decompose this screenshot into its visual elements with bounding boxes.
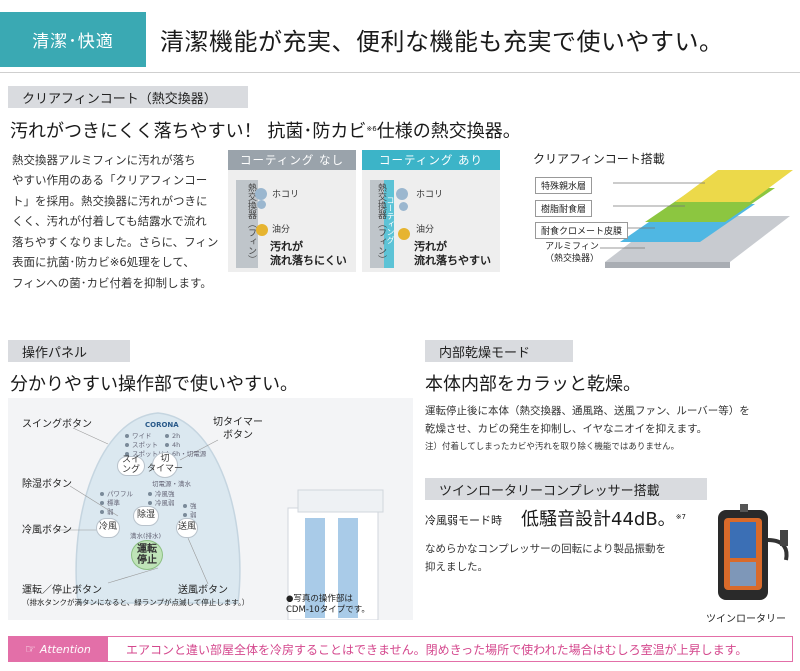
coating-without-head: コーティング なし (228, 150, 356, 170)
coating-without-panel: コーティング なし 熱交換器（フィン） ホコリ 油分 汚れが 流れ落ちにくい (228, 150, 356, 272)
oil-drop (398, 228, 410, 240)
compressor-mode: 冷風弱モード時 (425, 514, 502, 527)
attention-tag: ☞ Attention (8, 636, 108, 662)
with-note: 汚れが 流れ落ちやすい (414, 240, 491, 267)
clearfin-body: 熱交換器アルミフィンに汚れが落ち やすい作用のある「クリアフィンコー ト」を採用… (12, 153, 219, 290)
page-title: 清潔機能が充実、便利な機能も充実で使いやすい。 (160, 28, 724, 56)
tank-caption: 満水(排水) (130, 532, 162, 540)
coating-with-body: 熱交換器（フィン） コーティング ホコリ 油分 汚れが 流れ落ちやすい (362, 170, 500, 272)
hand-icon: ☞ (25, 642, 36, 656)
panel-illustration (53, 412, 384, 620)
coating-label: コーティング (386, 196, 395, 244)
fin-label: 熱交換器（フィン） (376, 183, 386, 264)
compressor-image (718, 504, 789, 600)
layer-hydrophilic-shape (675, 170, 793, 202)
timer-caption: 切電源・満水 (152, 480, 191, 488)
dehumid-options: パワフル 標準 弱 (100, 490, 133, 516)
power-button[interactable]: 運転 停止 (131, 540, 163, 570)
clearfin-headline: 汚れがつきにくく落ちやすい！ 抗菌･防カビ※6仕様の熱交換器。 (10, 121, 521, 142)
oil-drop (256, 224, 268, 236)
fin-shape (236, 180, 258, 268)
layers-graphic (600, 170, 793, 268)
dust-label: ホコリ (272, 190, 300, 200)
dust-particle (399, 202, 408, 211)
dust-particle (396, 188, 408, 200)
compressor-body: なめらかなコンプレッサーの回転により製品振動を 抑えました。 (425, 543, 666, 574)
fan-label: 送風ボタン (178, 585, 228, 596)
layer-resin-label: 樹脂耐食層 (535, 200, 593, 217)
fan-button[interactable]: 送風 (176, 518, 198, 538)
compressor-headline: 低騒音設計44dB。※7 (521, 509, 687, 530)
compressor-caption: ツインロータリー (706, 614, 786, 625)
dry-headline: 本体内部をカラッと乾燥。 (425, 374, 641, 395)
layers-title: クリアフィンコート搭載 (533, 152, 665, 166)
swing-button[interactable]: スイング (117, 455, 145, 476)
cool-button[interactable]: 冷風 (96, 518, 120, 538)
clearfin-label: クリアフィンコート（熱交換器） (8, 86, 248, 108)
coating-with-head: コーティング あり (362, 150, 500, 170)
dust-label: ホコリ (416, 190, 444, 200)
photo-note: ●写真の操作部は CDM-10タイプです。 (286, 594, 370, 616)
timer-label: 切タイマー ボタン (213, 417, 263, 441)
compressor-label: ツインロータリーコンプレッサー搭載 (425, 478, 707, 500)
panel-label: 操作パネル (8, 340, 130, 362)
dehumid-button[interactable]: 除湿 (133, 506, 159, 526)
fan-options: 強 弱 (183, 502, 197, 520)
power-note: （排水タンクが満タンになると、緑ランプが点滅して停止します。） (22, 598, 250, 607)
swing-options: ワイド スポット スポットリム (125, 432, 171, 458)
dehumid-label: 除湿ボタン (22, 479, 72, 490)
swing-label: スイングボタン (22, 419, 92, 430)
cool-label: 冷風ボタン (22, 525, 72, 536)
fin-label: 熱交換器（フィン） (246, 183, 256, 264)
attention-text: エアコンと違い部屋全体を冷房することはできません。閉めきった場所で使われた場合は… (126, 643, 748, 657)
section-tag: 清潔･快適 (0, 12, 146, 67)
dry-body: 運転停止後に本体（熱交換器、通風路、送風ファン、ルーバー等）を 乾燥させ、カビの… (425, 405, 750, 436)
layer-chromate-label: 耐食クロメート皮膜 (535, 222, 629, 239)
layer-hydrophilic-label: 特殊親水層 (535, 177, 593, 194)
coating-without-body: 熱交換器（フィン） ホコリ 油分 汚れが 流れ落ちにくい (228, 170, 356, 272)
layer-base-label: アルミフィン （熱交換器） (545, 242, 600, 264)
dust-particle (255, 188, 267, 200)
oil-label: 油分 (416, 225, 435, 235)
header-divider (0, 72, 800, 73)
dry-note: 注）付着してしまったカビや汚れを取り除く機能ではありません。 (425, 442, 680, 452)
coating-layer (384, 180, 394, 268)
layers-diagram: クリアフィンコート搭載 特殊親水層 樹脂耐食層 耐食クロメート皮膜 アルミフィン… (525, 150, 795, 280)
cool-options: 冷風強 冷風弱 (148, 490, 175, 508)
without-note: 汚れが 流れ落ちにくい (270, 240, 347, 267)
coating-with-panel: コーティング あり 熱交換器（フィン） コーティング ホコリ 油分 汚れが 流れ… (362, 150, 500, 272)
panel-headline: 分かりやすい操作部で使いやすい。 (10, 374, 298, 395)
dry-label: 内部乾燥モード (425, 340, 573, 362)
power-label: 運転／停止ボタン (22, 585, 102, 596)
timer-button[interactable]: 切 タイマー (147, 452, 183, 478)
dust-particle (257, 200, 266, 209)
oil-label: 油分 (272, 225, 291, 235)
brand-logo: CORONA (145, 421, 179, 429)
attention-bar (8, 636, 793, 662)
